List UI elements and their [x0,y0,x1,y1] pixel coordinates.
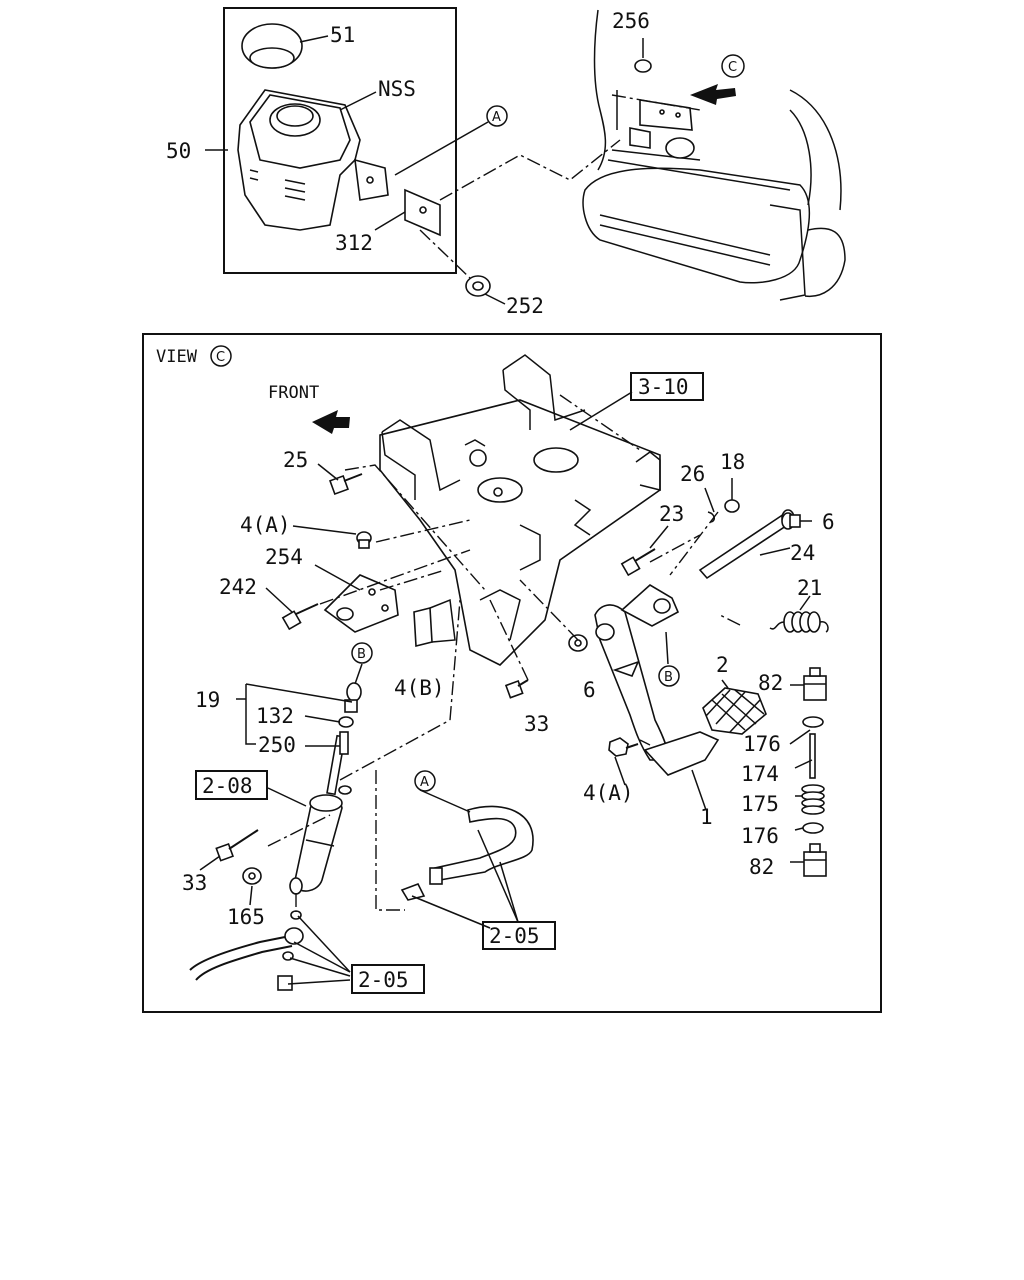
return-spring [769,611,829,633]
label-6-right: 6 [822,510,835,534]
label-3-10: 3-10 [638,375,689,399]
label-2-08: 2-08 [202,774,253,798]
label-4a-top: 4(A) [240,513,291,537]
ref-b-left-marker [351,642,373,664]
cab-front-sketch: 256 C [582,9,846,301]
label-18: 18 [720,450,745,474]
nut-165 [242,867,262,885]
label-6-mid: 6 [583,678,596,702]
brake-pedal-arm [594,584,720,776]
label-2-05-mid: 2-05 [489,924,540,948]
label-23: 23 [659,502,684,526]
ref-a-marker [486,105,508,127]
ref-box-2-05-mid [482,921,556,950]
label-132: 132 [256,704,294,728]
spring-175 [801,784,825,815]
clevis-132-250 [338,682,362,755]
reservoir-cap [241,23,303,69]
brake-hose [400,805,534,901]
label-250: 250 [258,733,296,757]
view-c-panel: VIEW C FRONT [142,333,882,1013]
label-175: 175 [741,792,779,816]
bolt-33-mid [504,679,529,699]
label-26: 26 [680,462,705,486]
label-82-bot: 82 [749,855,774,879]
ref-a-low-text: A [420,775,429,790]
ref-c-text: C [728,60,737,75]
ref-b-right-marker [658,665,680,687]
ref-c-marker [721,54,745,78]
label-4b: 4(B) [394,676,445,700]
label-1: 1 [700,805,713,829]
front-label: FRONT [268,383,319,403]
label-24: 24 [790,541,815,565]
bolt-4a-low [608,737,639,757]
view-arrow [690,84,736,105]
ref-box-3-10 [630,372,704,401]
label-252: 252 [506,294,544,318]
view-title: VIEW [156,347,198,367]
nut-18 [724,499,740,513]
pedal-bracket [379,354,661,666]
label-256: 256 [612,9,650,33]
label-4a-low: 4(A) [583,781,634,805]
washer-176-bot [802,822,824,834]
bracket-4b [413,598,456,648]
washer-176-top [802,716,824,728]
view-title-ref: C [216,350,225,365]
label-2-05-low: 2-05 [358,968,409,992]
bolt-4a-top [356,531,372,549]
bolt-33-low [215,829,259,862]
ref-a-low-marker [414,770,436,792]
master-cylinder [289,734,352,895]
ref-b-right-text: B [664,670,673,685]
ref-a-text: A [492,110,501,125]
reservoir-nut [465,275,491,297]
label-19: 19 [195,688,220,712]
pin-6-right [781,512,801,530]
label-242: 242 [219,575,257,599]
label-2: 2 [716,653,729,677]
label-21: 21 [797,576,822,600]
pedal-pad [702,687,767,735]
stop-switch-82-bot [803,843,827,877]
reservoir-inset: 51 NSS 50 312 252 A [166,7,621,318]
front-arrow [312,410,350,434]
label-165: 165 [227,905,265,929]
label-51: 51 [330,23,355,47]
brake-pipe [189,910,304,991]
label-82-top: 82 [758,671,783,695]
label-176-bot: 176 [741,824,779,848]
reservoir-bracket [404,188,441,237]
label-174: 174 [741,762,779,786]
plate-254 [323,574,399,633]
label-25: 25 [283,448,308,472]
label-312: 312 [335,231,373,255]
bolt-23 [620,548,656,577]
ref-b-left-text: B [357,647,366,662]
label-33-low: 33 [182,871,207,895]
reservoir-tank [237,89,389,231]
bolt-242 [281,603,319,631]
rod-174 [809,733,816,779]
label-176-top: 176 [743,732,781,756]
label-254: 254 [265,545,303,569]
ref-box-2-08 [195,770,268,800]
washer-6-mid [568,634,588,652]
label-33-mid: 33 [524,712,549,736]
stop-switch-82-top [803,667,827,701]
view-c-frame [142,333,882,1013]
plug-256 [634,59,652,73]
view-title-ref-marker [210,345,232,367]
ref-box-2-05-low [351,964,425,994]
label-nss: NSS [378,77,416,101]
label-50: 50 [166,139,191,163]
